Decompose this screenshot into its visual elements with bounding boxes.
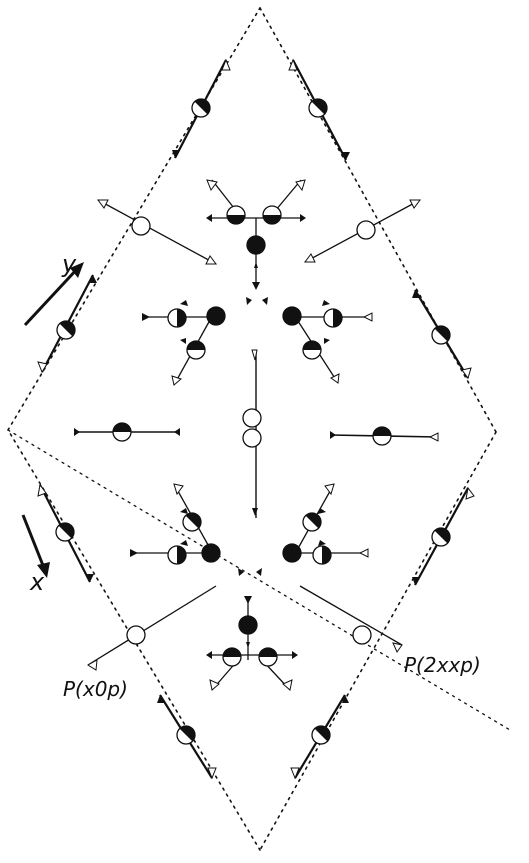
plane-x0p-label: P(x0p) <box>63 677 128 701</box>
x-axis-label: x <box>29 568 45 596</box>
y-axis-label: y <box>61 250 77 278</box>
x-axis-arrow <box>21 514 50 578</box>
upper-cluster-arrowheads <box>142 179 373 386</box>
plane-2xxp-label: P(2xxp) <box>404 653 481 677</box>
central-vertical-chain <box>242 349 262 518</box>
lower-cluster <box>130 483 368 691</box>
horizontal-rod-ends <box>74 428 439 442</box>
y-axis-arrow <box>23 262 84 327</box>
plane-2xxp-trace <box>7 429 511 731</box>
lower-cluster-arrowheads <box>130 483 369 691</box>
edge-arrowheads <box>37 58 475 780</box>
open-rod-ends <box>87 199 421 671</box>
open-atom-rods <box>87 199 421 666</box>
edge-black-ticks <box>87 150 419 703</box>
